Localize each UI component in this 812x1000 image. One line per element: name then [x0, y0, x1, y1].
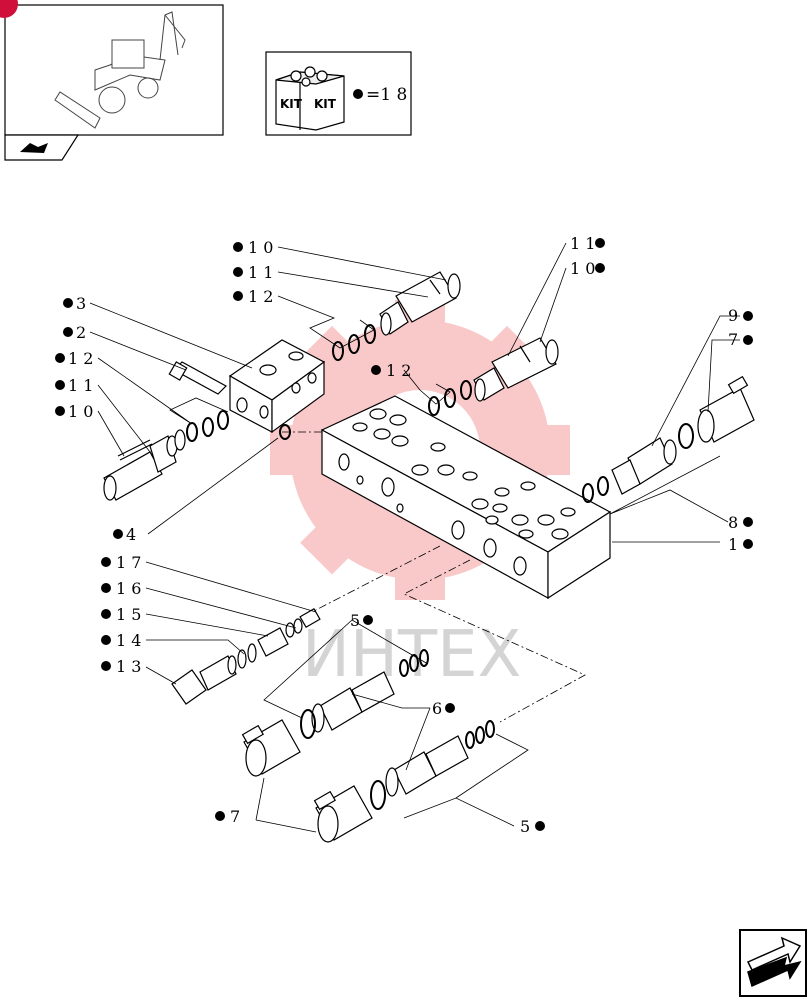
callout-11-left: 1 1	[68, 376, 93, 395]
callout-12-middle: 1 2	[386, 361, 411, 380]
callout-12-left: 1 2	[68, 349, 93, 368]
callout-5-bottom: 5	[520, 817, 530, 836]
kit-quantity: =1 8	[366, 85, 407, 105]
solenoid-valve-left[interactable]	[103, 429, 186, 501]
callout-17: 1 7	[116, 553, 141, 572]
nav-next-button[interactable]	[739, 929, 807, 997]
callout-14: 1 4	[116, 631, 141, 650]
callout-4: 4	[126, 525, 136, 544]
callout-9: 9	[728, 306, 738, 325]
assembly-centerlines	[282, 431, 586, 723]
leader-lines	[89, 242, 740, 833]
machine-thumbnail-panel[interactable]	[0, 0, 224, 161]
kit-label-right: KIT	[314, 97, 337, 111]
callout-13: 1 3	[116, 657, 141, 676]
callout-10-right: 1 0	[570, 259, 595, 278]
backhoe-loader-icon	[54, 11, 186, 129]
kit-panel: KIT KIT =1 8	[265, 51, 412, 136]
kit-box-icon	[275, 66, 345, 131]
callout-10-left: 1 0	[68, 402, 93, 421]
callouts: 1 0 1 1 1 2 1 1 1 0 1 2 3 2 1 2 1 1 1 0 …	[55, 234, 753, 836]
callout-6: 6	[432, 699, 442, 718]
callout-12-top: 1 2	[248, 287, 273, 306]
o-rings-right[interactable]	[582, 423, 694, 503]
coil-right[interactable]	[697, 375, 755, 443]
callout-11-right: 1 1	[570, 234, 595, 253]
nav-back-icon[interactable]	[20, 143, 48, 153]
callout-10-top: 1 0	[248, 238, 273, 257]
callout-16: 1 6	[116, 579, 141, 598]
plug-assembly[interactable]	[171, 607, 321, 705]
callout-1: 1	[728, 535, 738, 554]
callout-3: 3	[76, 294, 86, 313]
small-valve-block[interactable]	[228, 339, 326, 434]
coil-lower-1[interactable]	[241, 719, 301, 777]
kit-label-left: KIT	[280, 97, 303, 111]
callout-8: 8	[728, 513, 738, 532]
o-rings-top-right[interactable]	[428, 380, 472, 416]
cartridge-valve-right[interactable]	[611, 437, 677, 495]
callout-15: 1 5	[116, 605, 141, 624]
o-rings-top-left[interactable]	[332, 324, 376, 361]
callout-7-bottom: 7	[230, 807, 240, 826]
page-badge	[0, 0, 18, 18]
callout-2: 2	[76, 323, 86, 342]
coil-lower-2[interactable]	[313, 785, 373, 843]
manifold-block[interactable]	[320, 395, 612, 600]
next-arrow-icon	[746, 936, 802, 988]
callout-7-right: 7	[728, 330, 738, 349]
cartridge-lower-2[interactable]	[385, 735, 469, 797]
cartridge-lower-1[interactable]	[311, 671, 395, 733]
callout-11-top: 1 1	[248, 263, 273, 282]
bullet-icon	[353, 89, 363, 99]
solenoid-valve-top-left[interactable]	[379, 271, 461, 336]
solenoid-valve-top-right[interactable]	[473, 337, 559, 402]
callout-5-top: 5	[350, 611, 360, 630]
o-rings-set-left-top[interactable]	[186, 410, 229, 442]
bolt[interactable]	[168, 361, 227, 395]
o-rings-lower[interactable]	[300, 649, 495, 810]
